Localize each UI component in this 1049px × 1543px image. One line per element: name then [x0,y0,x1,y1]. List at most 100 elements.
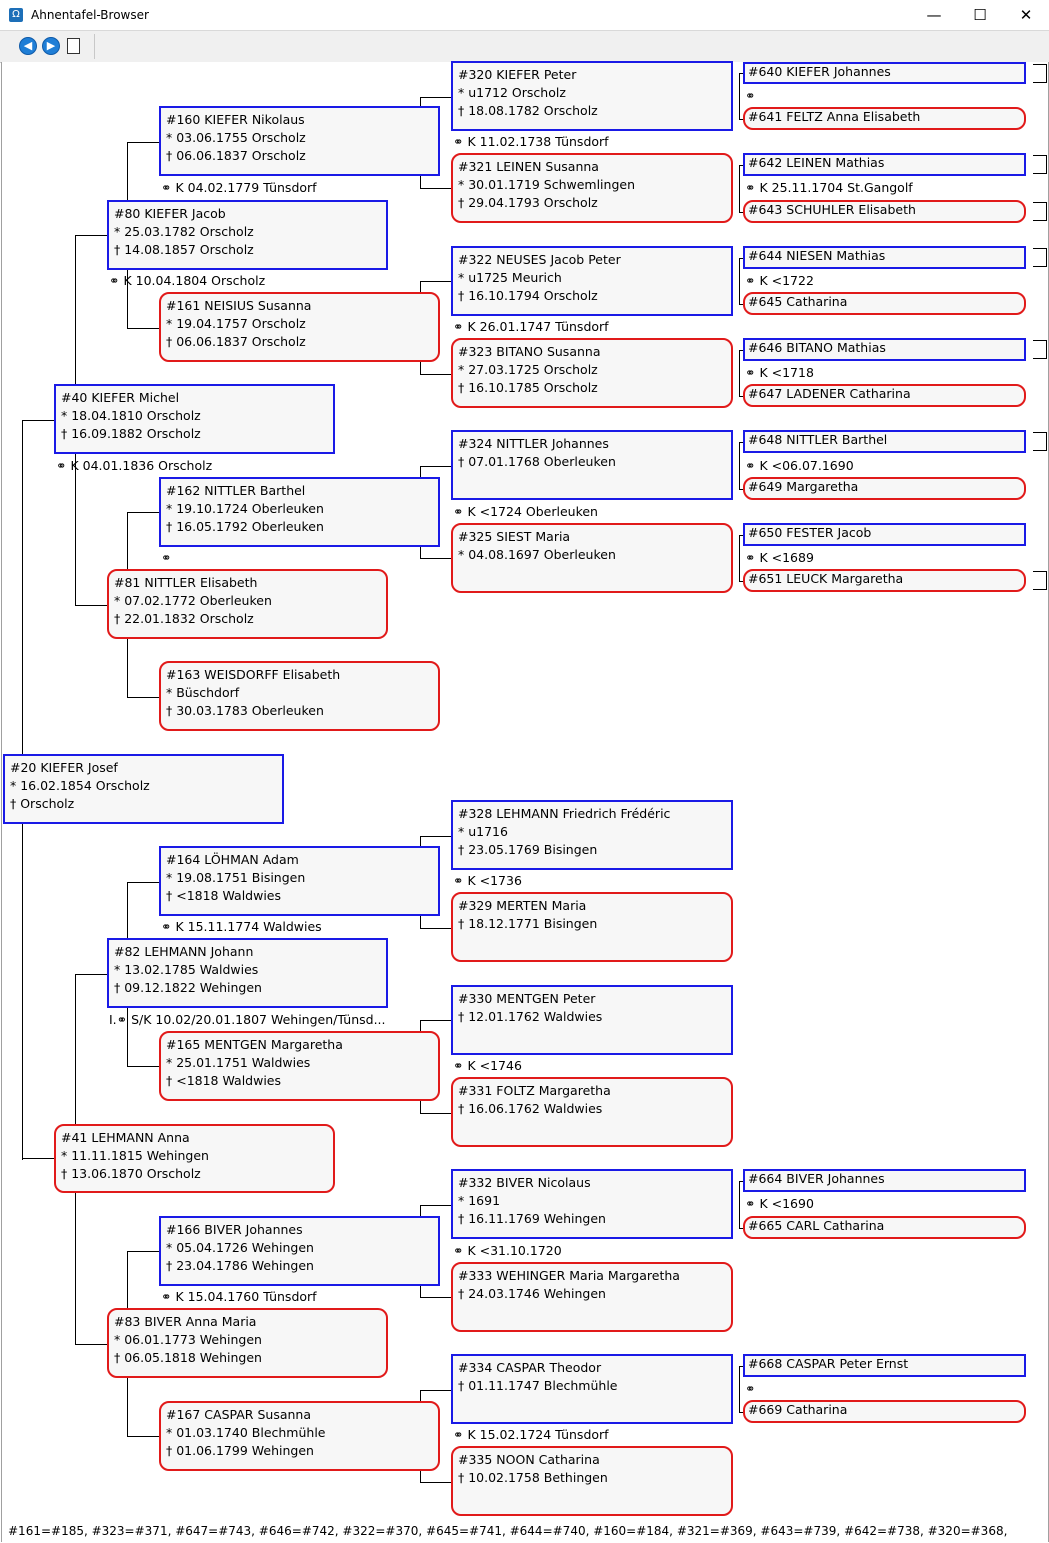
person-box-641[interactable]: #641 FELTZ Anna Elisabeth [743,107,1026,130]
connector-line [127,882,159,883]
person-box-648[interactable]: #648 NITTLER Barthel [743,430,1026,453]
person-box-163[interactable]: #163 WEISDORFF Elisabeth* Büschdorf† 30.… [159,661,440,731]
person-box-40[interactable]: #40 KIEFER Michel* 18.04.1810 Orscholz† … [54,384,335,454]
person-box-330[interactable]: #330 MENTGEN Peter† 12.01.1762 Waldwies [451,985,733,1055]
connector-line [127,142,159,143]
person-box-333[interactable]: #333 WEHINGER Maria Margaretha† 24.03.17… [451,1262,733,1332]
forward-button[interactable]: ▶ [42,37,60,55]
person-box-334[interactable]: #334 CASPAR Theodor† 01.11.1747 Blechmüh… [451,1354,733,1424]
connector-line [127,1251,159,1252]
person-box-320[interactable]: #320 KIEFER Peter * u1712 Orscholz † 18.08… [451,61,733,131]
connector-line [127,512,159,513]
connector-line [739,489,743,490]
person-name: #81 NITTLER Elisabeth [114,575,258,590]
connector-line [739,350,743,351]
arrow-left-icon: ◀ [19,37,37,55]
connector-line [739,535,743,536]
person-box-647[interactable]: #647 LADENER Catharina [743,384,1026,407]
person-box-640[interactable]: #640 KIEFER Johannes [743,62,1026,84]
minimize-button[interactable]: — [926,6,942,24]
person-box-165[interactable]: #165 MENTGEN Margaretha* 25.01.1751 Wald… [159,1031,440,1101]
person-box-645[interactable]: #645 Catharina [743,292,1026,315]
app-icon: Ω [9,8,23,22]
close-button[interactable]: ✕ [1019,6,1033,24]
connector-line [420,1390,451,1391]
death-info: † 16.10.1785 Orscholz [458,380,598,395]
person-box-41[interactable]: #41 LEHMANN Anna* 11.11.1815 Wehingen† 1… [54,1124,335,1193]
more-ancestors-indicator[interactable] [1033,432,1047,451]
person-box-164[interactable]: #164 LÖHMAN Adam* 19.08.1751 Bisingen† <… [159,846,440,916]
person-box-83[interactable]: #83 BIVER Anna Maria* 06.01.1773 Wehinge… [107,1308,388,1378]
person-box-331[interactable]: #331 FOLTZ Margaretha† 16.06.1762 Waldwi… [451,1077,733,1147]
person-box-650[interactable]: #650 FESTER Jacob [743,523,1026,546]
birth-info: * Büschdorf [166,685,240,700]
person-box-82[interactable]: #82 LEHMANN Johann* 13.02.1785 Waldwies†… [107,938,388,1008]
person-box-329[interactable]: #329 MERTEN Maria† 18.12.1771 Bisingen [451,892,733,962]
marriage-label: ⚭ K <1736 [453,873,522,888]
person-name: #335 NOON Catharina [458,1452,600,1467]
connector-line [127,1008,128,1066]
death-info: † 07.01.1768 Oberleuken [458,454,616,469]
person-box-669[interactable]: #669 Catharina [743,1400,1026,1423]
maximize-button[interactable]: ☐ [973,6,987,24]
more-ancestors-indicator[interactable] [1033,340,1047,359]
death-info: † <1818 Waldwies [166,888,282,903]
person-box-80[interactable]: #80 KIEFER Jacob* 25.03.1782 Orscholz† 1… [107,200,388,270]
person-name: #320 KIEFER Peter [458,67,577,82]
person-box-321[interactable]: #321 LEINEN Susanna* 30.01.1719 Schwemli… [451,153,733,223]
connector-line [739,73,740,119]
connector-line [420,188,451,189]
person-name: #650 FESTER Jacob [748,525,872,540]
connector-line [420,928,451,929]
person-box-665[interactable]: #665 CARL Catharina [743,1216,1026,1239]
person-box-324[interactable]: #324 NITTLER Johannes† 07.01.1768 Oberle… [451,430,733,500]
connector-line [75,235,76,385]
birth-info: * 05.04.1726 Wehingen [166,1240,314,1255]
birth-info: * 25.03.1782 Orscholz [114,224,254,239]
back-button[interactable]: ◀ [19,37,37,55]
more-ancestors-indicator[interactable] [1033,155,1047,174]
connector-line [127,697,159,698]
connector-line [739,1366,743,1367]
person-box-325[interactable]: #325 SIEST Maria* 04.08.1697 Oberleuken [451,523,733,593]
person-box-644[interactable]: #644 NIESEN Mathias [743,246,1026,269]
person-box-664[interactable]: #664 BIVER Johannes [743,1169,1026,1192]
person-name: #640 KIEFER Johannes [748,64,891,79]
person-box-166[interactable]: #166 BIVER Johannes* 05.04.1726 Wehingen… [159,1216,440,1286]
more-ancestors-indicator[interactable] [1033,202,1047,221]
new-page-button[interactable] [64,37,82,55]
more-ancestors-indicator[interactable] [1033,64,1047,83]
person-box-651[interactable]: #651 LEUCK Margaretha [743,569,1026,592]
person-box-649[interactable]: #649 Margaretha [743,477,1026,500]
person-box-642[interactable]: #642 LEINEN Mathias [743,153,1026,176]
more-ancestors-indicator[interactable] [1033,571,1047,590]
person-box-162[interactable]: #162 NITTLER Barthel* 19.10.1724 Oberleu… [159,477,440,547]
connector-line [739,442,743,443]
birth-info: * 06.01.1773 Wehingen [114,1332,262,1347]
death-info: † 18.08.1782 Orscholz [458,103,598,118]
birth-info: * u1725 Meurich [458,270,562,285]
person-name: #645 Catharina [748,294,848,309]
death-info: † 16.05.1792 Oberleuken [166,519,324,534]
person-box-322[interactable]: #322 NEUSES Jacob Peter* u1725 Meurich† … [451,246,733,316]
connector-line [739,212,743,213]
person-box-161[interactable]: #161 NEISIUS Susanna* 19.04.1757 Orschol… [159,292,440,362]
person-box-646[interactable]: #646 BITANO Mathias [743,338,1026,361]
person-box-323[interactable]: #323 BITANO Susanna* 27.03.1725 Orscholz… [451,338,733,408]
marriage-label: ⚭ K <1718 [745,365,814,380]
person-name: #646 BITANO Mathias [748,340,886,355]
person-box-160[interactable]: #160 KIEFER Nikolaus* 03.06.1755 Orschol… [159,106,440,176]
person-box-328[interactable]: #328 LEHMANN Friedrich Frédéric* u1716† … [451,800,733,870]
person-box-643[interactable]: #643 SCHUHLER Elisabeth [743,200,1026,223]
connector-line [420,97,451,98]
more-ancestors-indicator[interactable] [1033,248,1047,267]
birth-info: * u1712 Orscholz [458,85,566,100]
person-box-668[interactable]: #668 CASPAR Peter Ernst [743,1354,1026,1377]
marriage-label: ⚭ [745,1381,756,1396]
person-box-81[interactable]: #81 NITTLER Elisabeth* 07.02.1772 Oberle… [107,569,388,639]
person-box-20[interactable]: #20 KIEFER Josef* 16.02.1854 Orscholz† O… [3,754,284,824]
person-box-335[interactable]: #335 NOON Catharina† 10.02.1758 Bethinge… [451,1446,733,1516]
person-box-167[interactable]: #167 CASPAR Susanna* 01.03.1740 Blechmüh… [159,1401,440,1471]
person-box-332[interactable]: #332 BIVER Nicolaus* 1691† 16.11.1769 We… [451,1169,733,1239]
connector-line [22,824,23,1159]
